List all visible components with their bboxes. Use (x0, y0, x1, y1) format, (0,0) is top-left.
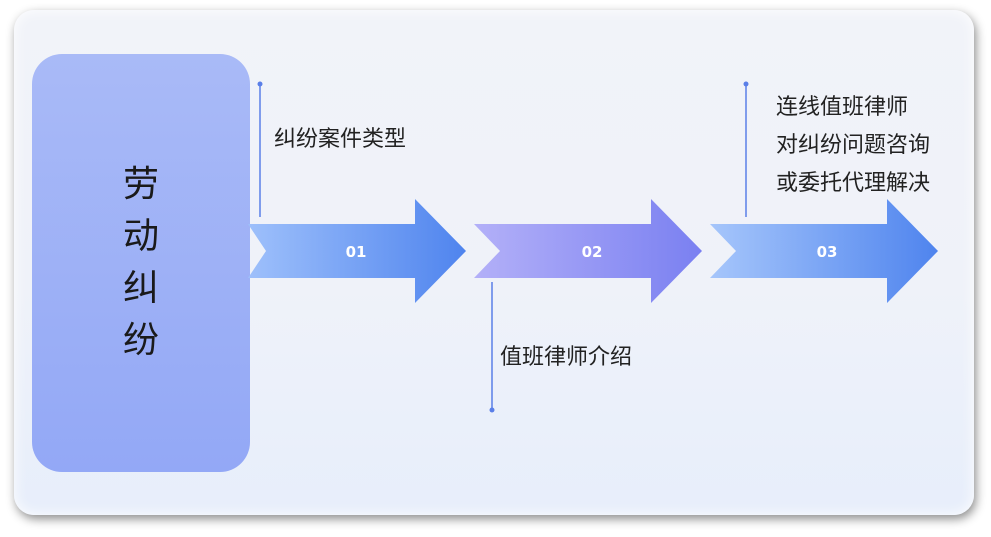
step-number-1: 01 (346, 243, 367, 261)
step-number-2: 02 (582, 243, 603, 261)
connector-dot-1 (257, 81, 263, 87)
step-label-3-line-2: 对纠纷问题咨询 (776, 133, 931, 158)
step-label-1: 纠纷案件类型 (274, 127, 407, 152)
topic-box: 劳 动 纠 纷 (32, 54, 250, 472)
topic-char: 动 (122, 216, 159, 257)
connector-dot-3 (743, 81, 749, 87)
step-arrow-3 (710, 199, 938, 303)
step-label-2: 值班律师介绍 (500, 345, 633, 370)
step-label-3-line-1: 连线值班律师 (776, 95, 909, 120)
topic-char: 纠 (122, 268, 159, 309)
step-label-3-line-3: 或委托代理解决 (776, 171, 931, 196)
topic-title: 劳 动 纠 纷 (32, 54, 250, 472)
step-arrow-1 (248, 199, 466, 303)
step-arrow-2 (474, 199, 702, 303)
topic-char: 劳 (122, 164, 159, 205)
connector-dot-2 (489, 407, 495, 413)
step-number-3: 03 (817, 243, 838, 261)
topic-char: 纷 (122, 320, 159, 361)
